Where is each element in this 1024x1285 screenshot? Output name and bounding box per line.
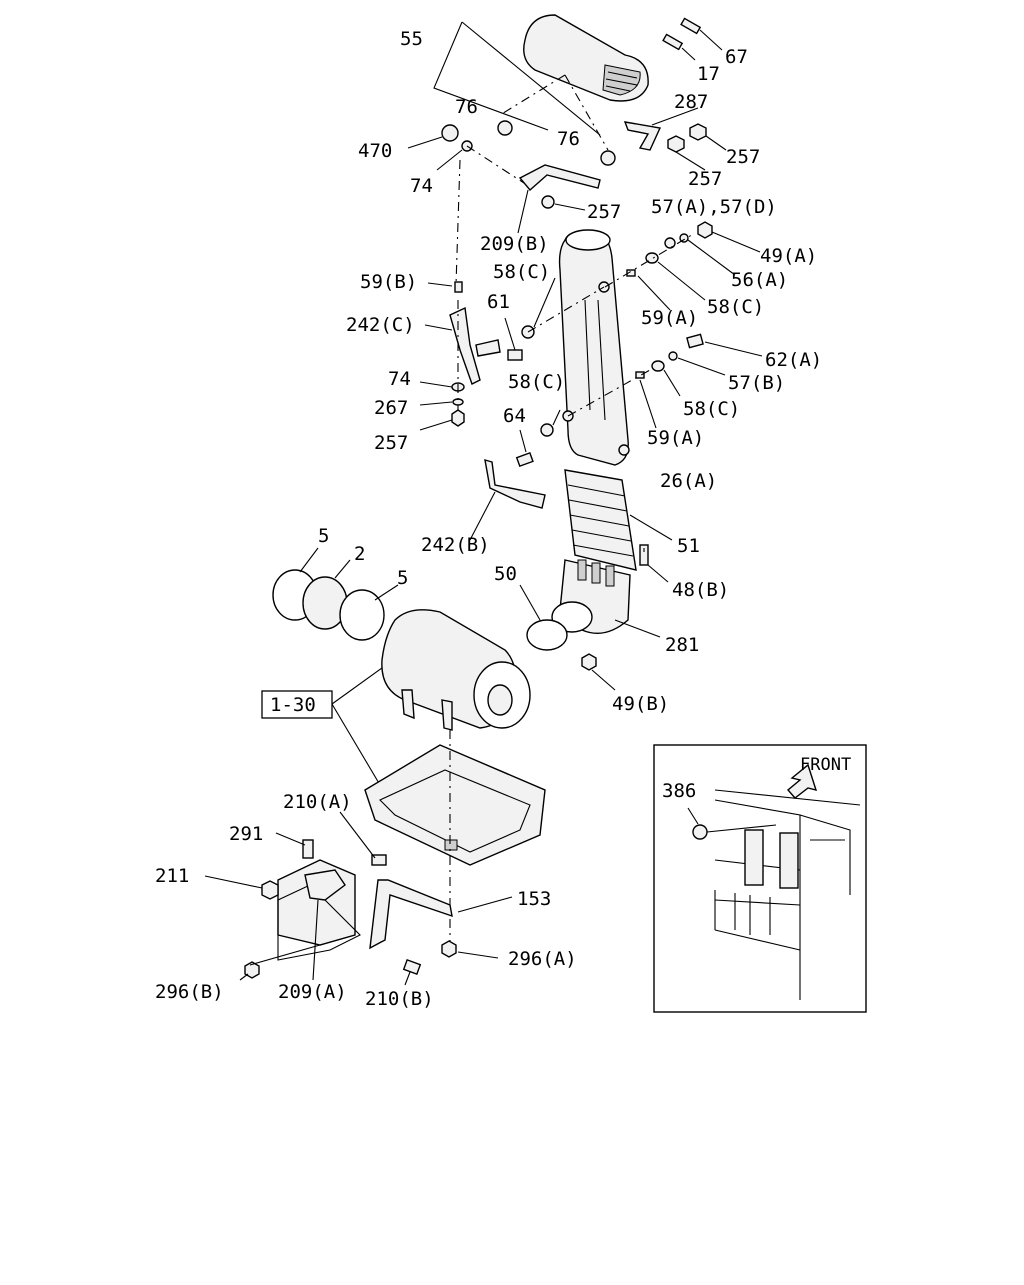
inset-front-label: FRONT [800,755,851,775]
label-56a: 56(A) [731,269,788,291]
label-74: 74 [410,175,433,197]
label-5: 5 [397,567,408,589]
label-50: 50 [494,563,517,585]
label-5: 5 [318,525,329,547]
mounting-base [364,744,546,866]
label-153: 153 [517,888,551,910]
bellows-51 [564,469,637,571]
label-242b: 242(B) [421,534,490,556]
label-291: 291 [229,823,263,845]
label-59a: 59(A) [641,307,698,329]
label-58c: 58(C) [683,398,740,420]
label-287: 287 [674,91,708,113]
label-386: 386 [662,780,696,802]
label-296b: 296(B) [155,981,224,1003]
label-67: 67 [725,46,748,68]
label-2: 2 [354,543,365,565]
label-26a: 26(A) [660,470,717,492]
label-281: 281 [665,634,699,656]
label-209a: 209(A) [278,981,347,1003]
part-67-17 [662,17,702,51]
label-61: 61 [487,291,510,313]
label-57b: 57(B) [728,372,785,394]
air-cleaner-1-30 [381,609,531,731]
label-59a: 59(A) [647,427,704,449]
label-210b: 210(B) [365,988,434,1010]
label-470: 470 [358,140,392,162]
inset-panel [653,744,867,1013]
label-62a: 62(A) [765,349,822,371]
label-1-30: 1-30 [270,694,316,716]
label-51: 51 [677,535,700,557]
label-59b: 59(B) [360,271,417,293]
label-257: 257 [587,201,621,223]
label-74: 74 [388,368,411,390]
label-296a: 296(A) [508,948,577,970]
label-58c: 58(C) [707,296,764,318]
label-209b: 209(B) [480,233,549,255]
label-211: 211 [155,865,189,887]
label-76: 76 [455,96,478,118]
label-210a: 210(A) [283,791,352,813]
label-48b: 48(B) [672,579,729,601]
label-267: 267 [374,397,408,419]
label-242c: 242(C) [346,314,415,336]
label-57ad: 57(A),57(D) [651,196,777,218]
label-257: 257 [726,146,760,168]
label-55: 55 [400,28,423,50]
label-64: 64 [503,405,526,427]
label-49b: 49(B) [612,693,669,715]
label-257: 257 [688,168,722,190]
label-257: 257 [374,432,408,454]
label-76: 76 [557,128,580,150]
intake-duct-26A [558,229,630,466]
callout-labels: 55 67 17 76 76 287 470 74 257 257 257 20… [155,28,851,1010]
label-17: 17 [697,63,720,85]
intake-cover-55 [523,14,649,102]
label-58c: 58(C) [508,371,565,393]
elbow-duct-281 [551,559,631,634]
label-58c: 58(C) [493,261,550,283]
label-49a: 49(A) [760,245,817,267]
